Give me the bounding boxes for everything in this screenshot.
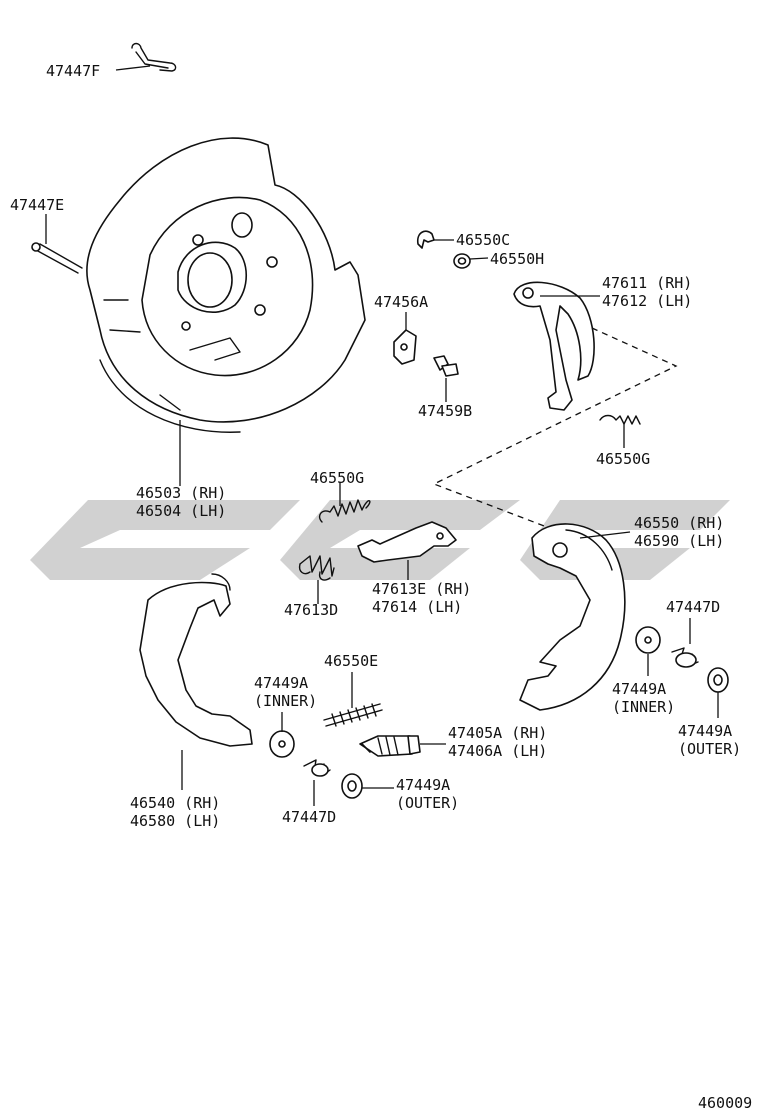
label-46550C: 46550C	[456, 231, 510, 249]
dashed-guide	[432, 327, 678, 533]
label-46540: 46540 (RH)46580 (LH)	[130, 794, 220, 830]
label-47447E: 47447E	[10, 196, 64, 214]
part-47449A-outer-right[interactable]	[707, 667, 729, 718]
part-47447D-left-spring[interactable]	[303, 759, 331, 806]
label-46550: 46550 (RH)46590 (LH)	[634, 514, 724, 550]
diagram-code: 460009	[698, 1094, 752, 1112]
part-labels: 47447F 47447E 46503 (RH)46504 (LH) 46550…	[10, 62, 752, 1112]
part-46540-shoe[interactable]	[139, 573, 253, 790]
part-47449A-inner-left[interactable]	[269, 712, 295, 758]
label-47611: 47611 (RH)47612 (LH)	[602, 274, 692, 310]
label-47449A-outer-left: 47449A(OUTER)	[396, 776, 459, 812]
label-46550H: 46550H	[490, 250, 544, 268]
part-47449A-outer-left[interactable]	[341, 773, 394, 799]
part-47613E-strut[interactable]	[357, 521, 457, 580]
label-47456A: 47456A	[374, 293, 428, 311]
part-47447E[interactable]	[31, 214, 83, 274]
part-47613D-spring[interactable]	[298, 555, 335, 604]
label-46550E: 46550E	[324, 652, 378, 670]
watermark-logo	[30, 500, 730, 580]
label-46550G-right: 46550G	[596, 450, 650, 468]
label-47405A: 47405A (RH)47406A (LH)	[448, 724, 547, 760]
part-46550C[interactable]	[416, 230, 454, 249]
label-47613E: 47613E (RH)47614 (LH)	[372, 580, 471, 616]
part-47611-shoe[interactable]	[513, 281, 600, 411]
part-47447D-right-spring[interactable]	[671, 618, 699, 668]
part-47459B[interactable]	[433, 355, 459, 402]
label-47459B: 47459B	[418, 402, 472, 420]
label-47449A-inner-left: 47449A(INNER)	[254, 674, 317, 710]
part-47456A[interactable]	[393, 312, 417, 365]
label-47613D: 47613D	[284, 601, 338, 619]
label-46550G-left: 46550G	[310, 469, 364, 487]
label-47447F: 47447F	[46, 62, 100, 80]
part-46550E-spring[interactable]	[323, 672, 383, 727]
part-46550G-right-spring[interactable]	[599, 414, 641, 449]
part-46503-backing-plate[interactable]	[86, 137, 366, 486]
part-46550H[interactable]	[453, 253, 489, 269]
part-47405A-adjuster[interactable]	[359, 735, 446, 757]
part-46550G-left-spring[interactable]	[318, 482, 371, 523]
label-47447D-left: 47447D	[282, 808, 336, 826]
label-47449A-outer-right: 47449A(OUTER)	[678, 722, 741, 758]
label-47447D-right: 47447D	[666, 598, 720, 616]
label-46503: 46503 (RH)46504 (LH)	[136, 484, 226, 520]
part-47449A-inner-right[interactable]	[635, 626, 661, 676]
part-46550-shoe[interactable]	[519, 523, 631, 711]
part-47447F[interactable]	[115, 42, 177, 72]
label-47449A-inner-right: 47449A(INNER)	[612, 680, 675, 716]
